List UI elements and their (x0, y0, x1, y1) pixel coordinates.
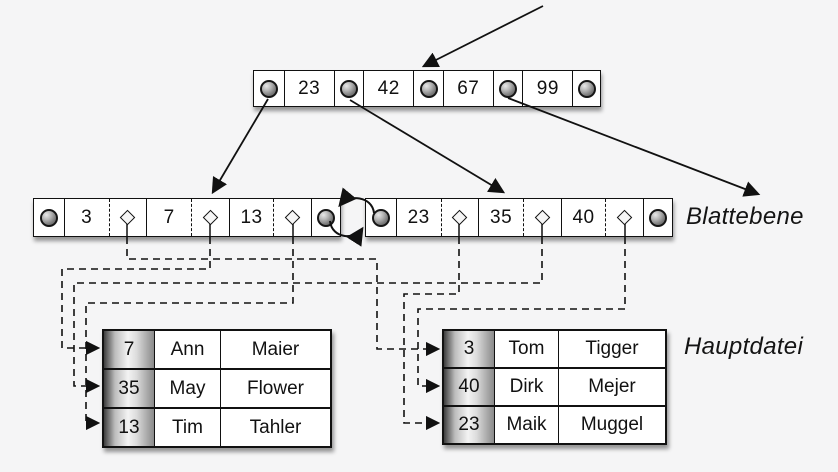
table-row: 35 May Flower (104, 368, 330, 407)
pointer-circle-icon (259, 79, 278, 98)
record-pointer-cell (522, 199, 561, 236)
arrow-into-root (421, 5, 544, 68)
root-node: 23 42 67 99 (253, 70, 601, 107)
record-lastname: Mejer (558, 369, 665, 405)
record-lastname: Tahler (220, 409, 330, 446)
record-key: 35 (104, 370, 154, 407)
root-key: 99 (522, 71, 572, 106)
arrow-root-to-next-leaves (507, 97, 761, 197)
record-pointer-cell (108, 199, 147, 236)
record-firstname: May (154, 370, 220, 407)
root-pointer-1 (333, 71, 364, 106)
root-key: 42 (363, 71, 413, 106)
record-firstname: Tom (494, 331, 558, 367)
table-row: 7 Ann Maier (104, 331, 330, 368)
leaf-key: 7 (146, 199, 191, 236)
record-lastname: Muggel (558, 407, 665, 443)
root-pointer-3 (492, 71, 523, 106)
diamond-icon (617, 209, 633, 226)
table-row: 13 Tim Tahler (104, 407, 330, 446)
leaf-key: 40 (560, 199, 606, 236)
leaf-level-label: Blattebene (686, 203, 804, 230)
leaf-pointer (366, 199, 396, 236)
record-lastname: Flower (220, 370, 330, 407)
main-file-label: Hauptdatei (684, 333, 804, 360)
root-pointer-2 (413, 71, 443, 106)
diamond-icon (452, 209, 468, 226)
leaf-key: 35 (478, 199, 523, 236)
record-key: 7 (104, 331, 154, 368)
pointer-circle-icon (649, 208, 668, 227)
diamond-icon (285, 209, 301, 226)
table-row: 3 Tom Tigger (444, 331, 665, 367)
leaf-pointer (34, 199, 64, 236)
diamond-icon (202, 209, 219, 226)
main-file-table-left: 7 Ann Maier 35 May Flower 13 Tim Tahler (102, 329, 332, 448)
record-pointer-cell (273, 199, 311, 236)
record-key: 13 (104, 409, 154, 446)
record-pointer-cell (605, 199, 643, 236)
root-pointer-0 (254, 71, 284, 106)
record-firstname: Ann (154, 331, 220, 368)
root-key: 67 (442, 71, 493, 106)
record-key: 40 (444, 369, 494, 405)
arrow-root-to-left-leaf (211, 98, 269, 195)
table-row: 40 Dirk Mejer (444, 367, 665, 405)
diamond-icon (120, 209, 136, 226)
table-row: 23 Maik Muggel (444, 405, 665, 443)
leaf-key: 3 (63, 199, 109, 236)
pointer-circle-icon (499, 79, 518, 98)
record-pointer-cell (440, 199, 479, 236)
pointer-circle-icon (577, 79, 596, 98)
record-key: 3 (444, 331, 494, 367)
pointer-circle-icon (39, 208, 58, 227)
root-key: 23 (283, 71, 334, 106)
arrow-root-to-right-leaf (349, 99, 506, 194)
pointer-circle-icon (419, 79, 438, 98)
pointer-circle-icon (339, 79, 358, 98)
pointer-circle-icon (317, 208, 336, 227)
record-firstname: Tim (154, 409, 220, 446)
leaf-pointer (311, 199, 340, 236)
record-firstname: Maik (494, 407, 558, 443)
leaf-node-left: 3 7 13 (33, 198, 341, 237)
main-file-table-right: 3 Tom Tigger 40 Dirk Mejer 23 Maik Mugge… (442, 329, 667, 445)
record-lastname: Tigger (558, 331, 665, 367)
pointer-circle-icon (371, 208, 390, 227)
diamond-icon (534, 209, 551, 226)
leaf-key: 13 (228, 199, 274, 236)
leaf-node-right: 23 35 40 (365, 198, 673, 237)
leaf-pointer (643, 199, 672, 236)
record-lastname: Maier (220, 331, 330, 368)
root-pointer-4 (572, 71, 600, 106)
record-firstname: Dirk (494, 369, 558, 405)
leaf-key: 23 (395, 199, 441, 236)
record-pointer-cell (190, 199, 229, 236)
record-key: 23 (444, 407, 494, 443)
